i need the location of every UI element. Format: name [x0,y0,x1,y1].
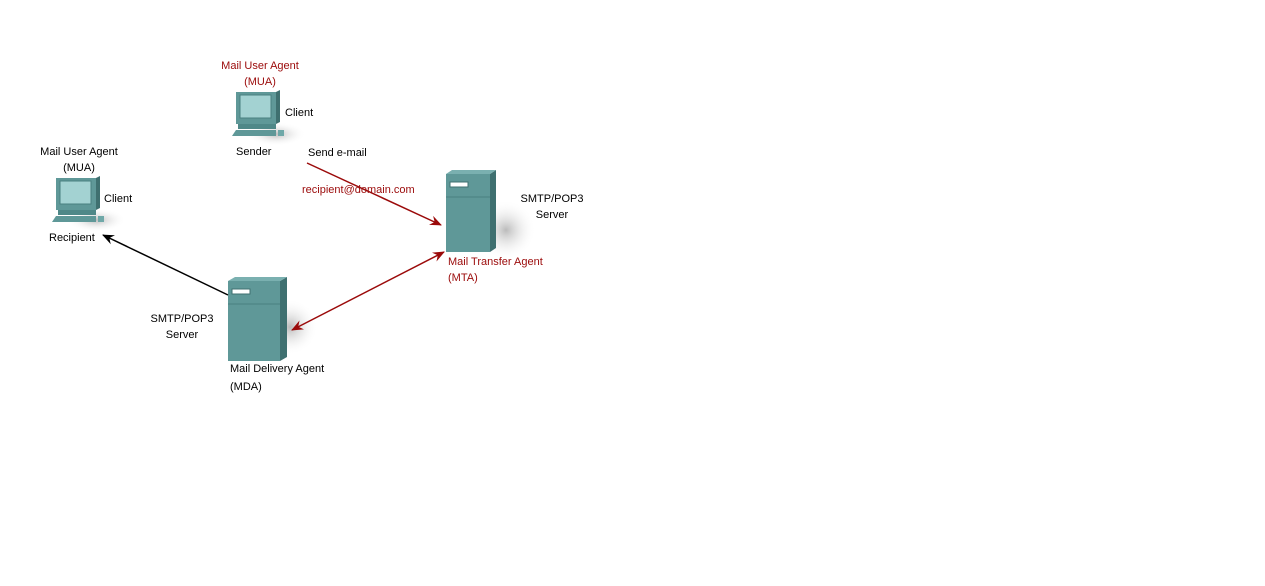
deliver-arrow [102,234,229,296]
mta-type-line2: Server [535,209,569,221]
recipient-type-label: Client [104,193,133,205]
mda-type-line1: SMTP/POP3 [150,313,214,325]
send-email-label: Send e-mail [308,147,367,159]
send-arrow [306,162,442,226]
sender-name-label: Sender [236,146,272,158]
mda-type-line2: Server [165,329,199,341]
mta-server-icon [446,170,536,260]
mda-server-icon [228,277,318,361]
sender-type-label: Client [285,107,314,119]
recipient-abbr-label: (MUA) [63,162,95,174]
sender-role-label: Mail User Agent [221,60,299,72]
recipient-computer-icon [52,176,126,232]
recipient-address-label: recipient@domain.com [302,184,415,196]
mta-role-label: Mail Transfer Agent [448,256,543,268]
mta-type-line1: SMTP/POP3 [520,193,584,205]
sender-computer-icon [232,90,306,146]
recipient-name-label: Recipient [49,232,95,244]
mda-abbr-label: (MDA) [230,381,262,393]
mta-abbr-label: (MTA) [448,272,478,284]
mta-mda-arrow [291,251,445,331]
sender-abbr-label: (MUA) [244,76,276,88]
recipient-role-label: Mail User Agent [40,146,118,158]
mda-role-label: Mail Delivery Agent [230,363,325,375]
